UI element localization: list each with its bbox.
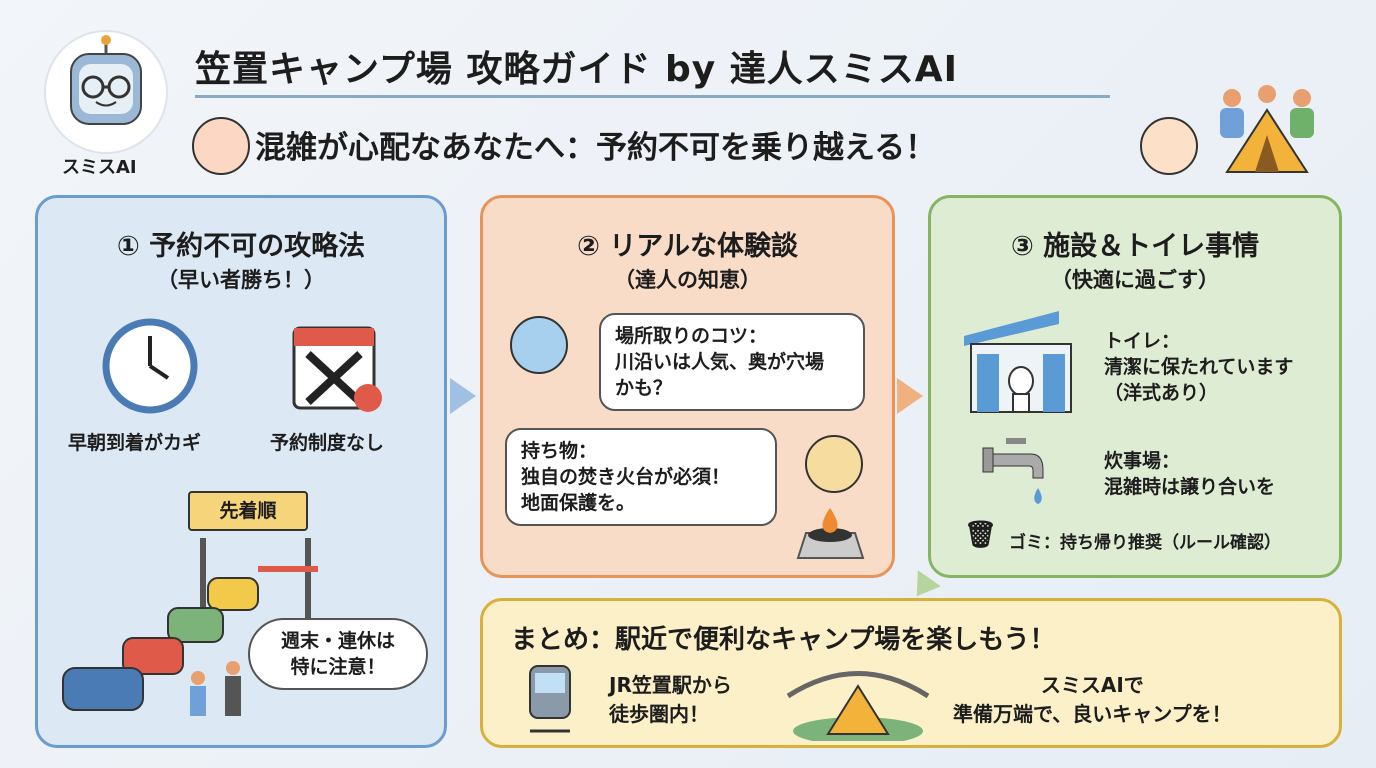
weekend-caution-bubble: 週末・連休は 特に注意！ bbox=[248, 618, 428, 690]
panel-summary: まとめ：駅近で便利なキャンプ場を楽しもう！ JR笠置駅から 徒歩圏内！ スミスA… bbox=[480, 598, 1342, 748]
arrow-right-icon bbox=[450, 378, 494, 414]
kitchen-info: 炊事場： 混雑時は譲り合いを bbox=[1104, 448, 1275, 500]
toilet-line-2: 清潔に保たれています bbox=[1104, 356, 1294, 378]
bridge-tent-icon bbox=[783, 656, 933, 745]
early-arrival-label: 早朝到着がカギ bbox=[68, 432, 202, 454]
caution-line-2: 特に注意！ bbox=[290, 656, 386, 678]
panel1-title: ① 予約不可の攻略法 bbox=[116, 231, 366, 262]
faucet-icon bbox=[981, 430, 1056, 514]
spot-tip-bubble: 場所取りのコツ： 川沿いは人気、奥が穴場 かも？ bbox=[599, 313, 865, 411]
arrow-right-icon bbox=[897, 378, 941, 414]
panel-reservation-strategy: ① 予約不可の攻略法 （早い者勝ち！） 早朝到着がカギ 予約制度なし 先着順 週… bbox=[35, 195, 447, 748]
spot-tip-line-3: かも？ bbox=[615, 377, 673, 399]
toilet-line-3: （洋式あり） bbox=[1104, 382, 1219, 404]
panel2-subtitle: （達人の知恵） bbox=[614, 268, 761, 292]
train-icon bbox=[525, 661, 575, 740]
man-avatar-icon bbox=[510, 316, 568, 374]
confused-man-icon bbox=[1140, 117, 1198, 175]
closing-line-2: 準備万端で、良いキャンプを！ bbox=[953, 702, 1232, 726]
closing-message: スミスAIで 準備万端で、良いキャンプを！ bbox=[953, 671, 1232, 729]
access-line-2: 徒歩圏内！ bbox=[609, 702, 709, 726]
kitchen-line-2: 混雑時は譲り合いを bbox=[1104, 476, 1276, 498]
panel-facilities: ③ 施設＆トイレ事情 （快適に過ごす） トイレ： 清潔に保たれています （洋式あ… bbox=[928, 195, 1342, 578]
panel1-subtitle: （早い者勝ち！） bbox=[157, 268, 325, 292]
no-calendar-icon bbox=[290, 316, 390, 420]
crowded-tent-icon bbox=[1212, 80, 1322, 175]
toilet-info: トイレ： 清潔に保たれています （洋式あり） bbox=[1104, 328, 1293, 406]
toilet-building-icon bbox=[959, 306, 1079, 420]
station-access: JR笠置駅から 徒歩圏内！ bbox=[609, 671, 732, 729]
access-line-1: JR笠置駅から bbox=[609, 673, 732, 697]
car-queue-illustration bbox=[58, 538, 328, 728]
spot-tip-line-2: 川沿いは人気、奥が穴場 bbox=[615, 351, 825, 373]
summary-title: まとめ：駅近で便利なキャンプ場を楽しもう！ bbox=[511, 625, 1056, 655]
robot-avatar-icon bbox=[44, 30, 168, 154]
page-subtitle: 混雑が心配なあなたへ：予約不可を乗り越える！ bbox=[255, 130, 937, 166]
clock-icon bbox=[100, 316, 200, 420]
belongings-line-2: 独自の焚き火台が必須！ bbox=[521, 466, 731, 488]
trash-info: ゴミ：持ち帰り推奨（ルール確認） bbox=[1009, 533, 1281, 553]
panel3-title: ③ 施設＆トイレ事情 bbox=[1010, 231, 1260, 262]
kitchen-line-1: 炊事場： bbox=[1104, 450, 1181, 472]
belongings-bubble: 持ち物： 独自の焚き火台が必須！ 地面保護を。 bbox=[505, 428, 777, 526]
first-come-sign: 先着順 bbox=[188, 491, 308, 531]
worried-woman-icon bbox=[192, 117, 250, 175]
toilet-line-1: トイレ： bbox=[1104, 330, 1181, 352]
panel-real-experience: ② リアルな体験談 （達人の知恵） 場所取りのコツ： 川沿いは人気、奥が穴場 か… bbox=[480, 195, 895, 578]
avatar-label: スミスAI bbox=[62, 157, 137, 178]
page-title: 笠置キャンプ場 攻略ガイド by 達人スミスAI bbox=[195, 49, 959, 90]
no-reservation-label: 予約制度なし bbox=[270, 432, 385, 454]
fire-pit-icon bbox=[783, 503, 878, 567]
belongings-line-3: 地面保護を。 bbox=[521, 492, 636, 514]
woman-avatar-icon bbox=[805, 435, 863, 493]
closing-line-1: スミスAIで bbox=[1040, 673, 1144, 697]
panel2-title: ② リアルな体験談 bbox=[577, 231, 798, 262]
trash-can-icon: 🗑 bbox=[964, 520, 998, 550]
spot-tip-line-1: 場所取りのコツ： bbox=[615, 325, 768, 347]
panel3-subtitle: （快適に過ごす） bbox=[1050, 268, 1220, 292]
caution-line-1: 週末・連休は bbox=[280, 630, 395, 652]
belongings-line-1: 持ち物： bbox=[521, 440, 598, 462]
title-divider bbox=[195, 95, 1110, 98]
